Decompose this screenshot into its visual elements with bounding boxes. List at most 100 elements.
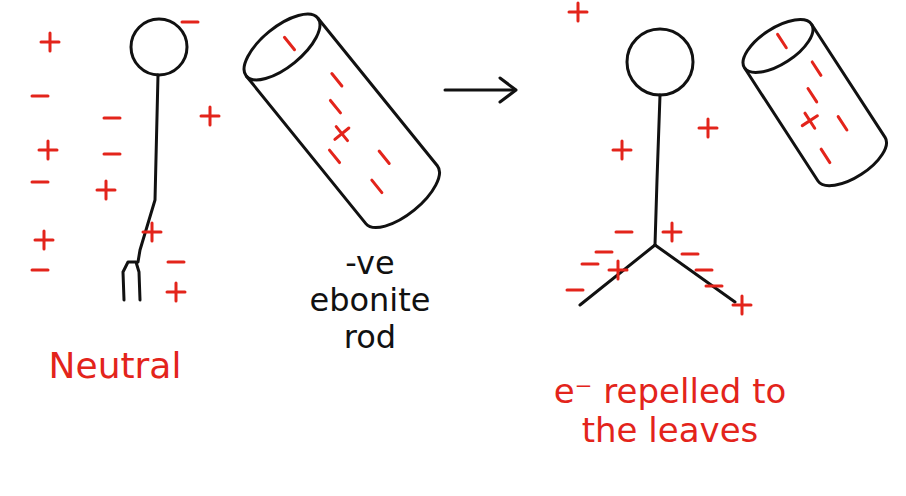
negative-charge: [808, 89, 817, 102]
plus-bar: [49, 33, 52, 51]
electroscope-knob: [131, 19, 187, 75]
electroscope-stem: [138, 75, 158, 262]
plus-bar: [621, 141, 624, 159]
leaf: [580, 245, 655, 305]
negative-charge: [372, 180, 382, 192]
minus-bar: [284, 37, 294, 49]
plus-bar: [105, 181, 108, 199]
minus-bar: [168, 261, 184, 264]
plus-bar: [671, 223, 674, 241]
plus-bar: [577, 3, 580, 21]
positive-charge: [699, 119, 717, 137]
rod-label: -ve ebonite rod: [300, 245, 440, 355]
positive-charge: [797, 108, 822, 133]
plus-bar: [741, 296, 744, 314]
negative-charge: [616, 232, 632, 233]
minus-bar: [32, 95, 48, 98]
minus-bar: [567, 289, 583, 292]
minus-bar: [332, 74, 342, 86]
rod-label-box: -ve ebonite rod: [300, 245, 440, 355]
negative-charge: [838, 117, 847, 130]
plus-bar: [617, 261, 620, 279]
minus-bar: [582, 263, 598, 266]
positive-charge: [329, 121, 354, 146]
minus-bar: [616, 231, 632, 234]
minus-bar: [778, 34, 787, 47]
minus-bar: [104, 117, 120, 120]
positive-charge: [143, 223, 161, 241]
minus-bar: [838, 117, 847, 130]
rod-body: [246, 18, 450, 239]
positive-charge: [609, 261, 627, 279]
positive-charge: [201, 107, 219, 125]
negative-charge: [32, 270, 48, 271]
arrow-head: [500, 78, 516, 102]
minus-bar: [372, 180, 382, 192]
positive-charge: [733, 296, 751, 314]
explanation-note-box: e⁻ repelled to the leaves: [530, 372, 810, 450]
negative-charge: [379, 151, 389, 163]
positive-charge: [569, 3, 587, 21]
negative-charge: [332, 74, 342, 86]
plus-bar: [802, 116, 817, 126]
minus-bar: [682, 253, 698, 256]
positive-charge: [35, 231, 53, 249]
positive-charge: [167, 283, 185, 301]
plus-bar: [335, 128, 349, 139]
electroscope-knob: [627, 29, 693, 95]
positive-charge: [39, 141, 57, 159]
explanation-note: e⁻ repelled to the leaves: [530, 372, 810, 450]
plus-bar: [151, 223, 154, 241]
ebonite-rod: [234, 3, 450, 240]
minus-bar: [821, 149, 830, 162]
negative-charge: [32, 182, 48, 183]
arrow-shaft: [445, 89, 515, 92]
minus-bar: [330, 100, 340, 112]
negative-charge: [330, 100, 340, 112]
plus-bar: [707, 119, 710, 137]
negative-charge: [821, 149, 830, 162]
negative-charge: [812, 62, 821, 75]
minus-bar: [706, 285, 722, 288]
positive-charge: [41, 33, 59, 51]
positive-charge: [613, 141, 631, 159]
minus-bar: [104, 153, 120, 156]
minus-bar: [379, 151, 389, 163]
plus-bar: [209, 107, 212, 125]
plus-bar: [47, 141, 50, 159]
negative-charge: [32, 96, 48, 97]
positive-charge: [97, 181, 115, 199]
minus-bar: [329, 150, 339, 162]
negative-charge: [168, 262, 184, 263]
negative-charge: [706, 286, 722, 287]
negative-charge: [182, 22, 198, 23]
minus-bar: [596, 251, 612, 254]
state-label: Neutral: [20, 345, 210, 386]
minus-bar: [812, 62, 821, 75]
plus-bar: [43, 231, 46, 249]
minus-bar: [32, 269, 48, 272]
negative-charge: [596, 252, 612, 253]
folded-leaves: [123, 262, 140, 300]
minus-bar: [696, 269, 712, 272]
rod-body: [744, 24, 894, 196]
negative-charge: [567, 290, 583, 291]
negative-charge: [696, 270, 712, 271]
positive-charge: [663, 223, 681, 241]
minus-bar: [32, 181, 48, 184]
electroscope-stem: [655, 95, 660, 245]
minus-bar: [182, 21, 198, 24]
negative-charge: [104, 118, 120, 119]
negative-charge: [284, 37, 294, 49]
plus-bar: [175, 283, 178, 301]
ebonite-rod: [735, 9, 895, 196]
negative-charge: [778, 34, 787, 47]
state-label-box: Neutral: [20, 345, 210, 386]
leaf: [655, 245, 735, 302]
negative-charge: [104, 154, 120, 155]
minus-bar: [808, 89, 817, 102]
negative-charge: [329, 150, 339, 162]
negative-charge: [582, 264, 598, 265]
